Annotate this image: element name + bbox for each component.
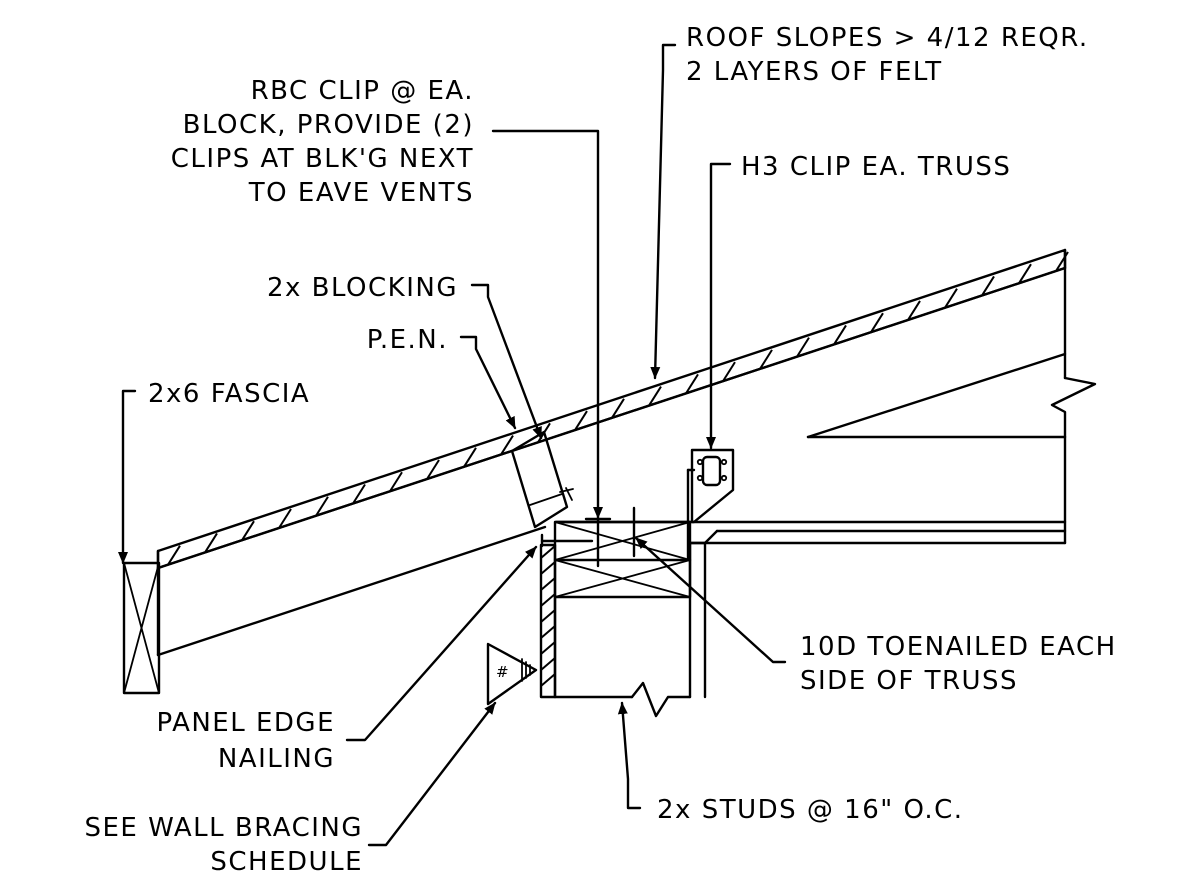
wall-bracing-note-line1: SEE WALL BRACING xyxy=(84,813,363,843)
wall-sheathing-hatch-mark xyxy=(540,577,556,591)
wall-sheathing-hatch-mark xyxy=(540,561,556,575)
sheathing-hatch-mark xyxy=(426,459,440,480)
rbc-clip-note-line3: CLIPS AT BLK'G NEXT xyxy=(171,144,474,174)
sheathing-hatch-mark xyxy=(1018,263,1032,284)
wall-bracing-symbol: # xyxy=(486,642,538,706)
wall-sheathing-hatch-mark xyxy=(540,673,556,687)
h3-clip-note: H3 CLIP EA. TRUSS xyxy=(741,152,1011,182)
wall-sheathing-hatch-mark xyxy=(540,657,556,671)
sheathing-hatch-mark xyxy=(685,373,699,394)
sheathing-hatch-mark xyxy=(204,532,218,553)
leader-lines xyxy=(118,43,787,847)
wall-sheathing-hatch-mark xyxy=(540,545,556,559)
sheathing-hatch-mark xyxy=(278,508,292,529)
sheathing-hatch-mark xyxy=(167,545,181,566)
sheathing-hatch-mark xyxy=(315,496,329,517)
roof-felt-note-line1: ROOF SLOPES > 4/12 REQR. xyxy=(686,23,1089,53)
sheathing-hatch-mark xyxy=(870,312,884,333)
sheathing-hatch-mark xyxy=(611,398,625,419)
wall-bracing-note-line2: SCHEDULE xyxy=(210,847,363,877)
sheathing-hatch-mark xyxy=(722,361,736,382)
truss-web xyxy=(806,248,1097,545)
toenail-note-line1: 10D TOENAILED EACH xyxy=(800,632,1117,662)
h3-clip xyxy=(686,448,735,560)
sheathing-hatch-mark xyxy=(759,349,773,370)
studs-note: 2x STUDS @ 16" O.C. xyxy=(657,795,964,825)
wall-bracing-tag: # xyxy=(496,663,509,681)
fascia-board xyxy=(122,561,161,695)
sheathing-hatch-mark xyxy=(833,324,847,345)
pen-note: P.E.N. xyxy=(367,325,448,355)
sheathing-hatch-mark xyxy=(981,275,995,296)
rbc-clip-note-line2: BLOCK, PROVIDE (2) xyxy=(183,110,474,140)
roof-felt-note-line2: 2 LAYERS OF FELT xyxy=(686,57,943,87)
callout-labels: ROOF SLOPES > 4/12 REQR. 2 LAYERS OF FEL… xyxy=(84,23,1117,877)
sheathing-hatch-mark xyxy=(648,386,662,407)
sheathing-hatch-mark xyxy=(944,288,958,309)
wall-sheathing-hatch-mark xyxy=(540,641,556,655)
top-plates xyxy=(553,520,692,599)
sheathing-hatch-mark xyxy=(500,435,514,456)
panel-edge-note-line1: PANEL EDGE xyxy=(157,708,335,738)
sheathing-hatch-mark xyxy=(796,337,810,358)
blocking-note: 2x BLOCKING xyxy=(267,273,458,303)
fascia-note: 2x6 FASCIA xyxy=(148,379,310,409)
sheathing-hatch-mark xyxy=(241,520,255,541)
blocking xyxy=(510,430,574,529)
rbc-clip-note-line4: TO EAVE VENTS xyxy=(248,178,474,208)
sheathing-hatch-mark xyxy=(907,300,921,321)
panel-edge-note-line2: NAILING xyxy=(218,744,335,774)
sheathing-hatch-mark xyxy=(463,447,477,468)
wall-sheathing-hatch-mark xyxy=(540,593,556,607)
wall-sheathing xyxy=(539,543,692,718)
sheathing-hatch-mark xyxy=(352,483,366,505)
sheathing-hatch-mark xyxy=(389,471,403,492)
wall-sheathing-hatch-mark xyxy=(540,625,556,639)
toenail-note-line2: SIDE OF TRUSS xyxy=(800,666,1018,696)
rbc-clip-note-line1: RBC CLIP @ EA. xyxy=(251,76,474,106)
wall-sheathing-hatch-mark xyxy=(540,609,556,623)
sheathing-hatch-mark xyxy=(574,410,588,431)
nails xyxy=(540,506,636,568)
